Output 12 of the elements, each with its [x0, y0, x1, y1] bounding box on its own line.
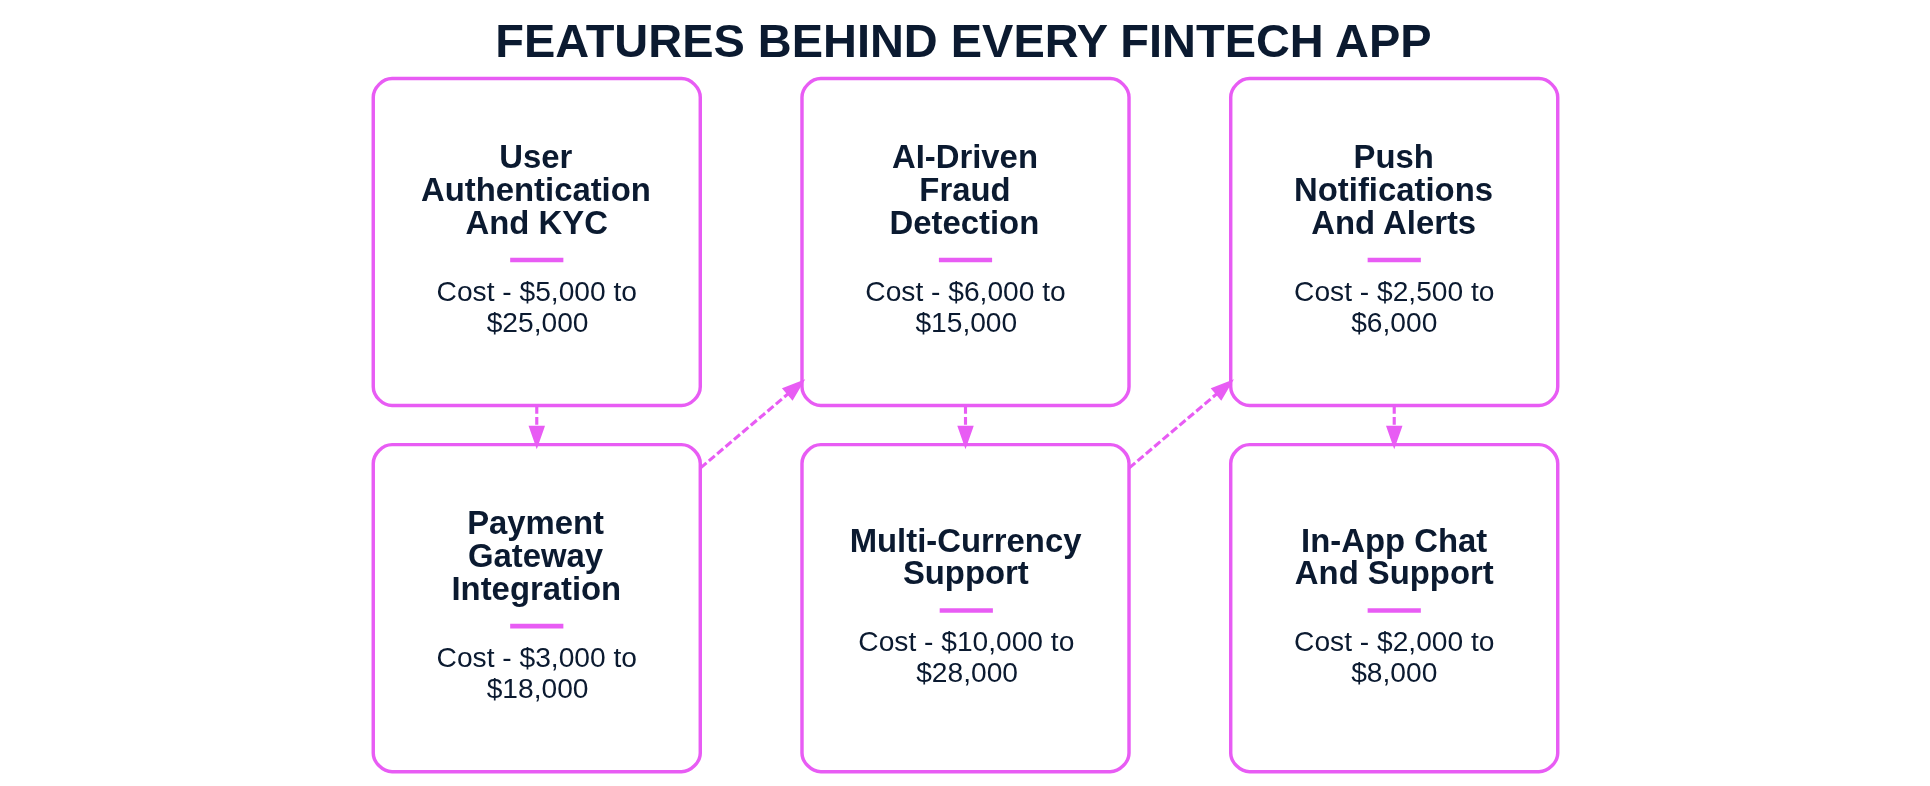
node-box: AI-Driven Fraud Detection Cost - $6,000 to $15,000	[799, 76, 1131, 408]
node-box: Payment Gateway Integration Cost - $3,000 to $18,000	[371, 442, 702, 774]
node-box: In-App Chat And Support Cost - $2,000 to $8,000	[1228, 442, 1559, 774]
arrow	[956, 405, 974, 450]
arrow	[528, 405, 545, 450]
node-box: Multi-Currency Support Cost - $10,000 to $28,000	[799, 442, 1131, 774]
node-box: Push Notifications And Alerts Cost - $2,500 to $6,000	[1228, 76, 1559, 408]
diagram-title: FEATURES BEHIND EVERY FINTECH APP	[494, 14, 1432, 67]
node-box: User Authentication And KYC Cost - $5,000 to $25,000	[371, 76, 702, 408]
arrow	[699, 379, 805, 470]
arrow	[1385, 405, 1402, 450]
arrow	[1127, 379, 1234, 470]
